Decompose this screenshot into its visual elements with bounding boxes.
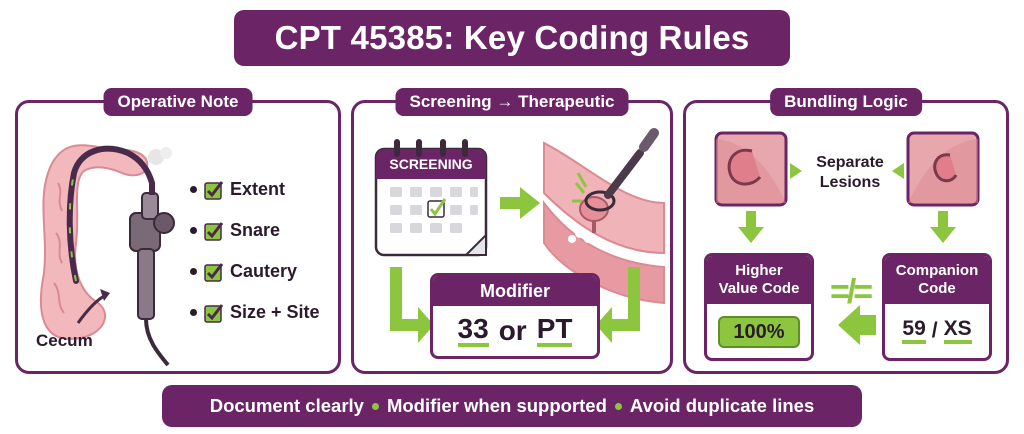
checklist-label: Cautery	[230, 261, 298, 281]
modifier-code-33: 33	[457, 315, 489, 347]
calendar-icon: SCREENING	[374, 139, 488, 257]
checkbox-icon	[204, 303, 224, 323]
modifier-joiner: or	[498, 315, 527, 346]
modifier-title: Modifier	[433, 276, 597, 306]
not-equal-icon: =/=	[830, 273, 873, 311]
modifier-values: 33 or PT	[433, 306, 597, 356]
cecum-label: Cecum	[36, 331, 93, 350]
checklist-item: Cautery	[190, 251, 320, 292]
bullet-dot	[614, 402, 622, 410]
footer-item: Document clearly	[209, 395, 364, 416]
checklist-label: Extent	[230, 179, 286, 199]
scope-handle	[129, 147, 175, 367]
arrow-right-icon	[500, 187, 540, 219]
screening-panel: Screening → Therapeutic SCREENING	[351, 88, 673, 374]
operative-note-panel: Operative Note Extent	[15, 88, 341, 374]
triangle-right-icon	[892, 163, 904, 179]
companion-code-box: Companion Code 59 / XS	[882, 253, 992, 361]
bullet-dot	[190, 309, 197, 316]
footer-item: Avoid duplicate lines	[629, 395, 815, 416]
arrow-left-icon	[838, 305, 876, 345]
modifier-code-xs: XS	[943, 318, 972, 344]
modifier-code-59: 59	[902, 318, 926, 344]
code-separator: /	[931, 319, 938, 342]
arrow-down-left-icon	[596, 267, 640, 343]
page-title: CPT 45385: Key Coding Rules	[234, 10, 790, 66]
checklist-label: Size + Site	[230, 302, 320, 322]
screening-illustration: SCREENING	[374, 128, 665, 343]
checkbox-icon	[204, 221, 224, 241]
bullet-dot	[190, 227, 197, 234]
arrow-down-icon	[930, 211, 956, 243]
triangle-left-icon	[790, 163, 802, 179]
checkbox-icon	[204, 180, 224, 200]
colonoscope-illustration	[39, 144, 175, 367]
checklist-item: Size + Site	[190, 292, 320, 333]
checkbox-icon	[204, 262, 224, 282]
operative-note-label: Operative Note	[103, 88, 253, 116]
bundling-label: Bundling Logic	[770, 88, 922, 116]
documentation-checklist: Extent Snare Cautery Size + Site	[190, 169, 320, 333]
footer-item: Modifier when supported	[386, 395, 607, 416]
footer-banner: Document clearly Modifier when supported…	[162, 385, 862, 427]
lesion-left-icon	[714, 131, 788, 207]
bullet-dot	[371, 402, 379, 410]
calendar-title: SCREENING	[389, 156, 472, 172]
modifier-box: Modifier 33 or PT	[430, 273, 600, 359]
higher-value-code-box: Higher Value Code 100%	[704, 253, 814, 361]
arrow-down-right-icon	[390, 267, 434, 343]
bullet-dot	[190, 186, 197, 193]
lesion-right-icon	[906, 131, 980, 207]
companion-code-values: 59 / XS	[885, 318, 989, 344]
screening-label: Screening → Therapeutic	[395, 88, 629, 116]
checklist-item: Snare	[190, 210, 320, 251]
checklist-item: Extent	[190, 169, 320, 210]
bundling-illustration	[714, 131, 980, 345]
higher-value-percent: 100%	[718, 316, 800, 348]
bullet-dot	[190, 268, 197, 275]
modifier-code-pt: PT	[536, 315, 573, 347]
arrow-down-icon	[738, 211, 764, 243]
higher-value-title: Higher Value Code	[707, 256, 811, 304]
checklist-label: Snare	[230, 220, 281, 240]
separate-lesions-label: Separate Lesions	[816, 154, 884, 191]
bundling-panel: Bundling Logic Separate Lesions =/= High…	[683, 88, 1009, 374]
companion-code-title: Companion Code	[885, 256, 989, 304]
